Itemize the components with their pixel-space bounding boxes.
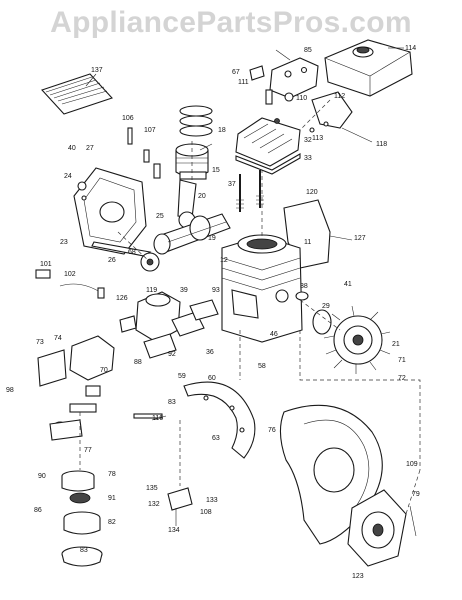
cylinder-shield <box>183 381 256 459</box>
callout-78: 78 <box>108 471 116 478</box>
callout-107: 107 <box>144 127 156 134</box>
callout-23: 23 <box>60 239 68 246</box>
manual-booklet <box>41 73 113 115</box>
callout-26: 26 <box>108 257 116 264</box>
callout-58: 58 <box>258 363 266 370</box>
engine-block <box>221 234 303 343</box>
callout-106: 106 <box>122 115 134 122</box>
callout-109: 109 <box>406 461 418 468</box>
callout-88: 88 <box>134 359 142 366</box>
piston-rings <box>179 105 213 137</box>
callout-29: 29 <box>322 303 330 310</box>
control-bracket <box>167 487 193 526</box>
callout-93: 93 <box>212 287 220 294</box>
callout-86: 86 <box>34 507 42 514</box>
callout-119: 119 <box>146 287 157 294</box>
callout-70: 70 <box>100 367 108 374</box>
callout-113: 113 <box>312 135 323 142</box>
callout-20: 20 <box>198 193 206 200</box>
governor-gear <box>35 252 160 299</box>
callout-36: 36 <box>206 349 214 356</box>
callout-68: 68 <box>128 249 136 256</box>
cylinder-head <box>235 117 301 175</box>
assembly-lines <box>79 99 421 515</box>
callout-102: 102 <box>64 271 76 278</box>
callout-27: 27 <box>86 145 94 152</box>
valve-tappets <box>127 127 161 179</box>
callout-24: 24 <box>64 173 72 180</box>
callout-90: 90 <box>38 473 46 480</box>
callout-33: 33 <box>304 155 312 162</box>
flywheel <box>323 305 391 374</box>
callout-79: 79 <box>412 491 420 498</box>
callout-37: 37 <box>228 181 236 188</box>
callout-12: 12 <box>220 257 228 264</box>
callout-18: 18 <box>218 127 226 134</box>
callout-126: 126 <box>116 295 128 302</box>
starter-cup <box>295 291 332 335</box>
callout-118: 118 <box>376 141 387 148</box>
callout-21: 21 <box>392 341 400 348</box>
callout-83b: 83 <box>80 547 88 554</box>
callout-59: 59 <box>178 373 186 380</box>
air-filter-stack <box>61 470 103 567</box>
callout-46: 46 <box>270 331 278 338</box>
callout-112: 112 <box>334 93 345 100</box>
callout-82: 82 <box>108 519 116 526</box>
fuel-tank <box>324 39 413 97</box>
callout-25: 25 <box>156 213 164 220</box>
callout-137: 137 <box>91 67 103 74</box>
callout-67: 67 <box>232 69 240 76</box>
callout-76: 76 <box>268 427 276 434</box>
callout-101: 101 <box>40 261 52 268</box>
callout-74: 74 <box>54 335 62 342</box>
callout-labels: 137 114 85 67 111 110 112 113 118 18 32 … <box>6 45 420 580</box>
callout-120: 120 <box>306 189 318 196</box>
carburetor <box>119 291 181 343</box>
callout-108: 108 <box>200 509 212 516</box>
callout-39: 39 <box>180 287 188 294</box>
callout-123: 123 <box>352 573 364 580</box>
callout-41: 41 <box>344 281 352 288</box>
callout-116: 116 <box>152 415 163 422</box>
intake-gaskets <box>143 299 219 359</box>
callout-83: 83 <box>168 399 176 406</box>
callout-72: 72 <box>398 375 406 382</box>
tank-bracket <box>249 57 319 99</box>
callout-110: 110 <box>296 95 307 102</box>
leader-lines <box>85 47 404 421</box>
callout-77: 77 <box>84 447 92 454</box>
linkage-parts <box>265 89 373 143</box>
callout-134: 134 <box>168 527 180 534</box>
crankcase-cover <box>73 167 152 257</box>
callout-11: 11 <box>304 239 311 246</box>
carb-float-bowl <box>37 335 115 441</box>
callout-40: 40 <box>68 145 76 152</box>
callout-19: 19 <box>208 235 216 242</box>
callout-91: 91 <box>108 495 116 502</box>
callout-92: 92 <box>168 351 176 358</box>
callout-114: 114 <box>405 45 416 52</box>
crankshaft <box>153 213 231 255</box>
valves-springs <box>236 170 264 212</box>
callout-63: 63 <box>212 435 220 442</box>
callout-111: 111 <box>238 79 249 86</box>
callout-71: 71 <box>398 357 406 364</box>
callout-127: 127 <box>354 235 366 242</box>
rewind-starter <box>347 489 417 567</box>
callout-73: 73 <box>36 339 44 346</box>
callout-132: 132 <box>148 501 160 508</box>
callout-98: 98 <box>6 387 14 394</box>
callout-32: 32 <box>304 137 312 144</box>
callout-38: 38 <box>300 283 308 290</box>
callout-85: 85 <box>304 47 312 54</box>
callout-15: 15 <box>212 167 220 174</box>
callout-60: 60 <box>208 375 216 382</box>
callout-133: 133 <box>206 497 218 504</box>
callout-135: 135 <box>146 485 158 492</box>
misc-rod <box>133 413 163 419</box>
